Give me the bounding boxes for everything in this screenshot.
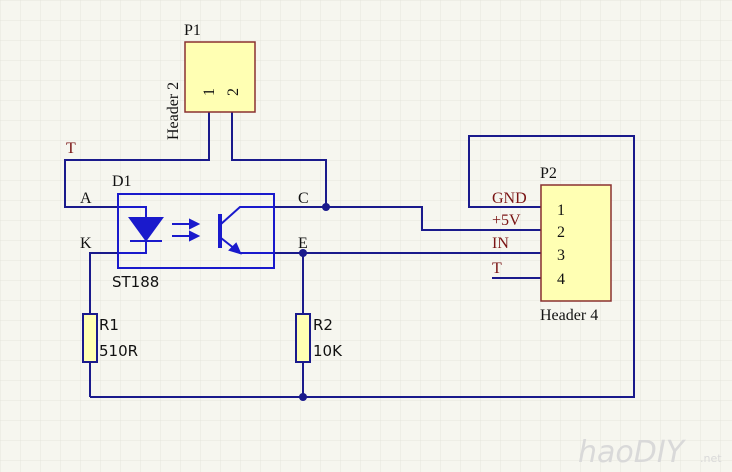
p2-name: Header 4 (540, 307, 598, 324)
optocoupler-body (117, 193, 275, 269)
p1-pin-2: 2 (225, 88, 242, 96)
junction-ground (299, 393, 307, 401)
pin-label-anode: A (80, 190, 92, 207)
wire-cathode-to-r1 (89, 252, 118, 314)
connector-p2: P2 Header 4 1 2 3 4 (540, 165, 612, 324)
wire-p1-pin1-to-anode (64, 112, 210, 208)
r1-designator: R1 (99, 316, 119, 334)
resistor-r1: R1 510R (82, 313, 138, 363)
optocoupler-d1: D1 ST188 A K C E (80, 173, 309, 291)
phototransistor-icon (218, 206, 274, 255)
optocoupler-designator: D1 (112, 173, 132, 190)
r2-body (295, 313, 311, 363)
p2-pin-1: 1 (557, 202, 565, 219)
wire-p1-pin2-to-collector (231, 112, 327, 207)
net-label-t-right: T (492, 260, 502, 277)
net-label-5v: +5V (492, 212, 521, 229)
wire-gnd-loop (90, 135, 635, 398)
net-label-gnd: GND (492, 190, 527, 207)
watermark-text: haoDIY (578, 435, 687, 470)
wire-collector-to-p2-pin2 (326, 206, 541, 231)
net-label-t-left: T (66, 140, 76, 157)
p1-pin-1: 1 (201, 88, 218, 96)
r2-designator: R2 (313, 316, 333, 334)
wires (64, 112, 635, 398)
r2-value: 10K (313, 342, 343, 360)
watermark-logo: haoDIY .net (578, 435, 722, 470)
p2-pin-3: 3 (557, 247, 565, 264)
p1-body (184, 41, 256, 113)
junction-collector (322, 203, 330, 211)
p2-designator: P2 (540, 165, 557, 182)
light-arrows-icon (172, 218, 201, 242)
p2-pin-4: 4 (557, 271, 565, 288)
r1-value: 510R (99, 342, 138, 360)
pin-label-cathode: K (80, 235, 92, 252)
pin-label-emitter: E (298, 235, 308, 252)
p2-body (540, 184, 612, 302)
led-icon (118, 206, 164, 254)
connector-p1: P1 Header 2 1 2 (165, 22, 256, 140)
resistor-r2: R2 10K (295, 313, 343, 363)
p2-pin-2: 2 (557, 224, 565, 241)
p1-designator: P1 (184, 22, 201, 39)
p1-name: Header 2 (165, 82, 182, 140)
watermark-suffix: .net (700, 452, 722, 465)
pin-label-collector: C (298, 190, 309, 207)
optocoupler-part: ST188 (112, 273, 159, 291)
r1-body (82, 313, 98, 363)
net-label-in: IN (492, 235, 509, 252)
junction-emitter (299, 249, 307, 257)
